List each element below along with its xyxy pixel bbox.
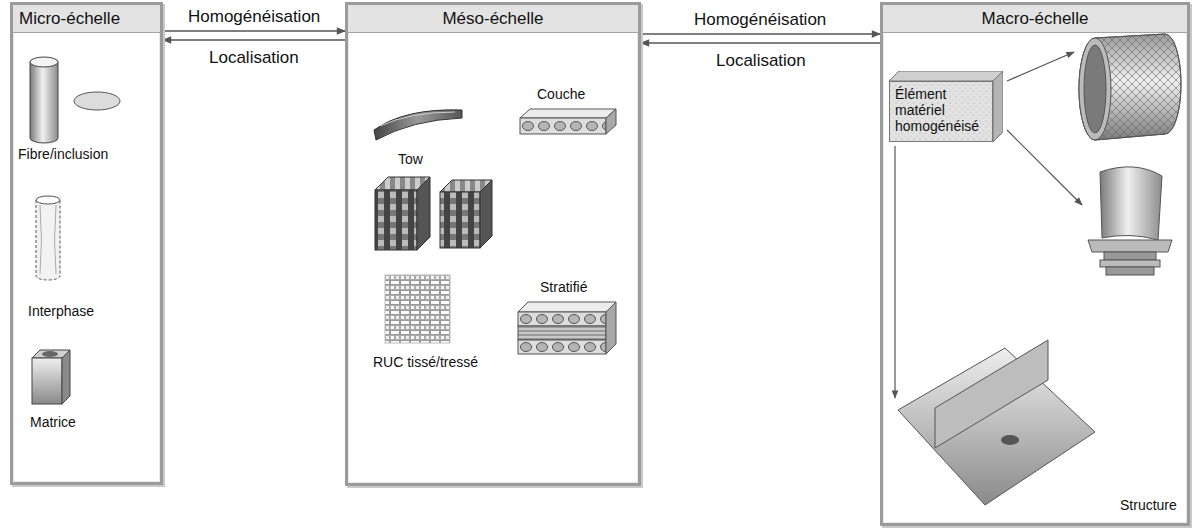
ply-figure <box>520 118 606 134</box>
edge-label: Localisation <box>206 48 302 68</box>
matrix-figure <box>62 350 70 404</box>
matrix-figure <box>32 350 70 404</box>
ruc-pattern <box>385 275 450 343</box>
ply-figure <box>520 109 616 134</box>
cylinder-structure <box>1079 38 1111 140</box>
cylinder-structure <box>1079 34 1181 140</box>
tow-figure <box>374 110 462 140</box>
plate-structure <box>898 340 1095 505</box>
woven-block <box>375 190 417 250</box>
interphase-figure <box>36 196 60 204</box>
interphase-figure <box>36 196 60 280</box>
woven-block <box>417 177 430 250</box>
cube-outline <box>993 71 1003 142</box>
scale-panel: Micro-échelle <box>10 2 163 485</box>
blade-structure <box>1088 240 1172 252</box>
laminate-figure <box>518 326 606 340</box>
laminate-figure <box>518 302 616 354</box>
plate-structure <box>935 340 1048 448</box>
fibre-figure <box>30 57 58 67</box>
panel-header: Macro-échelle <box>883 5 1187 33</box>
plate-structure <box>1001 435 1019 445</box>
woven-block <box>480 180 492 248</box>
panel-title: Méso-échelle <box>442 9 543 28</box>
blade-structure <box>1100 167 1162 240</box>
laminate-figure <box>518 312 606 326</box>
ruc-pattern <box>385 275 450 343</box>
cube-label: Élément matériel homogénéisé <box>895 86 987 134</box>
material-cube: Élément matériel homogénéisé <box>889 71 1003 142</box>
edge-label: Homogénéisation <box>691 10 829 30</box>
panel-header: Méso-échelle <box>348 5 638 33</box>
cylinder-structure <box>1084 45 1106 133</box>
part-label: Matrice <box>30 414 76 430</box>
woven-block <box>440 192 480 248</box>
tow-figure <box>380 112 455 126</box>
scale-arrow <box>641 42 880 43</box>
woven-block <box>375 177 492 250</box>
matrix-figure <box>32 358 62 404</box>
part-label: Stratifié <box>540 279 587 295</box>
scale-arrow <box>163 39 345 40</box>
laminate-figure <box>518 340 606 354</box>
tow-figure <box>374 110 462 140</box>
scale-panel: Macro-échelleÉlément matériel homogénéis… <box>880 2 1190 526</box>
blade-structure <box>1088 167 1172 275</box>
edge-label: Localisation <box>713 51 809 71</box>
panel-header: Micro-échelle <box>13 5 160 33</box>
scale-arrow <box>163 30 345 31</box>
cylinder-structure <box>1079 34 1181 140</box>
cylinder-structure <box>1079 34 1181 140</box>
fibre-figure <box>74 92 120 110</box>
ply-figure <box>520 109 616 118</box>
panel-title: Macro-échelle <box>982 9 1089 28</box>
part-label: Fibre/inclusion <box>18 146 108 162</box>
cube-text: Élément matériel homogénéisé <box>895 86 987 134</box>
part-label: Structure <box>1120 497 1177 513</box>
laminate-figure <box>606 302 616 354</box>
blade-structure <box>1100 260 1160 267</box>
part-label: Tow <box>398 151 423 167</box>
leader-arrow <box>1007 52 1074 81</box>
part-label: Interphase <box>28 303 94 319</box>
interphase-figure <box>36 200 60 280</box>
leader-arrow <box>1007 130 1082 205</box>
scale-arrow <box>641 33 880 34</box>
part-label: Couche <box>537 86 585 102</box>
matrix-figure <box>42 351 58 357</box>
fibre-figure <box>30 62 58 143</box>
laminate-figure <box>518 302 616 312</box>
blade-structure <box>1106 267 1154 275</box>
interphase-figure <box>40 205 56 274</box>
scale-panel: Méso-échelle <box>345 2 641 486</box>
leader-arrow <box>894 146 895 398</box>
blade-structure <box>1104 252 1156 260</box>
fibre-figure <box>30 57 120 143</box>
cube-outline <box>889 71 1003 81</box>
panel-title: Micro-échelle <box>19 9 120 28</box>
ply-figure <box>606 109 616 134</box>
cube-outline <box>890 82 993 142</box>
part-label: RUC tissé/tressé <box>373 354 478 370</box>
edge-label: Homogénéisation <box>185 7 323 27</box>
